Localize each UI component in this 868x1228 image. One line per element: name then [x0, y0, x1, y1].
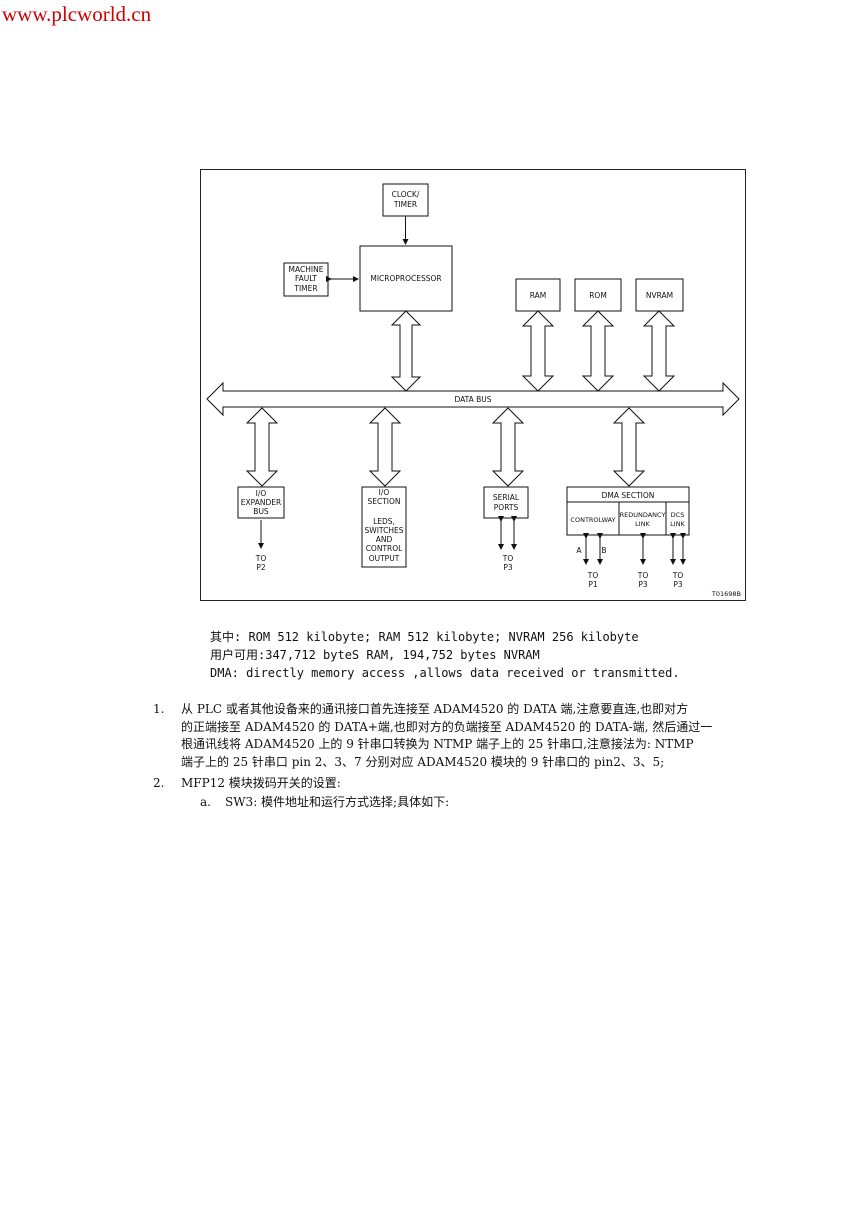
ram-label: RAM	[530, 291, 547, 300]
cpu-bus-arrow	[390, 310, 422, 392]
to-p3-redundancy-line1: TO	[637, 571, 649, 580]
io-section-block: I/O SECTION LEDS, SWITCHES AND CONTROL O…	[361, 486, 407, 568]
diagram-canvas: CLOCK/ TIMER MACHINE FAULT TIMER MICROPR…	[206, 183, 741, 598]
mft-line1: MACHINE	[289, 265, 324, 274]
watermark-url[interactable]: www.plcworld.cn	[2, 2, 152, 26]
clock-timer-line2: TIMER	[393, 200, 417, 209]
machine-fault-timer-block: MACHINE FAULT TIMER	[283, 262, 329, 297]
io-expander-line1: I/O	[256, 489, 267, 498]
to-p3-serial-line1: TO	[502, 554, 514, 563]
dma-section-block: DMA SECTION CONTROLWAY REDUNDANCY LINK D…	[566, 486, 690, 536]
list-item-line: MFP12 模块拨码开关的设置:	[181, 776, 341, 790]
memory-notes: 其中: ROM 512 kilobyte; RAM 512 kilobyte; …	[210, 628, 680, 682]
redundancy-link-line1: REDUNDANCY	[620, 511, 666, 519]
label-b: B	[601, 546, 606, 555]
clock-timer-line1: CLOCK/	[392, 190, 420, 199]
dcs-link-line1: DCS	[671, 511, 685, 519]
serial-ports-line1: SERIAL	[493, 493, 520, 502]
io-detail-line2: SWITCHES	[365, 526, 404, 535]
ram-block: RAM	[515, 278, 561, 312]
block-diagram: CLOCK/ TIMER MACHINE FAULT TIMER MICROPR…	[200, 169, 746, 601]
list-item-text: MFP12 模块拨码开关的设置:	[181, 775, 771, 793]
list-item-line: 的正端接至 ADAM4520 的 DATA+端,也即对方的负端接至 ADAM45…	[181, 719, 713, 734]
list-item-line: 从 PLC 或者其他设备来的通讯接口首先连接至 ADAM4520 的 DATA …	[181, 702, 689, 716]
to-p3-dcs-line2: P3	[673, 580, 683, 589]
label-a: A	[576, 546, 582, 555]
clock-timer-block: CLOCK/ TIMER	[382, 183, 429, 217]
io-detail-line3: AND	[376, 535, 393, 544]
nvram-bus-arrow	[642, 310, 676, 392]
microprocessor-block: MICROPROCESSOR	[359, 245, 453, 312]
nvram-label: NVRAM	[646, 291, 673, 300]
dcs-link-line2: LINK	[670, 520, 685, 528]
to-p1-line1: TO	[587, 571, 599, 580]
sub-list-item-text: SW3: 模件地址和运行方式选择;具体如下:	[225, 794, 745, 812]
ram-bus-arrow	[521, 310, 555, 392]
serial-ports-bus-arrow	[491, 407, 525, 487]
microprocessor-label: MICROPROCESSOR	[370, 274, 441, 283]
list-item-text: 从 PLC 或者其他设备来的通讯接口首先连接至 ADAM4520 的 DATA …	[181, 701, 771, 771]
to-p3-serial-line2: P3	[503, 563, 513, 572]
rom-label: ROM	[589, 291, 607, 300]
sub-list-item-line: SW3: 模件地址和运行方式选择;具体如下:	[225, 795, 450, 809]
to-p2-line2: P2	[256, 563, 266, 572]
io-expander-bus-arrow	[245, 407, 279, 487]
io-expander-line2: EXPANDER	[241, 498, 281, 507]
serial-ports-block: SERIAL PORTS	[483, 486, 529, 519]
nvram-block: NVRAM	[635, 278, 684, 312]
to-p3-dcs-line1: TO	[672, 571, 684, 580]
data-bus-label: DATA BUS	[454, 395, 491, 404]
data-bus: DATA BUS	[206, 381, 740, 417]
mft-line3: TIMER	[293, 284, 317, 293]
io-expander-bus-block: I/O EXPANDER BUS	[237, 486, 285, 519]
io-section-line1: I/O	[379, 488, 390, 497]
rom-block: ROM	[574, 278, 622, 312]
figure-id: T01698B	[711, 590, 741, 598]
list-item-line: 端子上的 25 针串口 pin 2、3、7 分别对应 ADAM4520 模块的 …	[181, 754, 665, 769]
sub-list-item-number: a.	[200, 795, 211, 809]
redundancy-link-line2: LINK	[635, 520, 650, 528]
io-detail-line4: CONTROL	[366, 544, 403, 553]
list-item-number: 1.	[153, 702, 165, 716]
note-line-1: 其中: ROM 512 kilobyte; RAM 512 kilobyte; …	[210, 630, 639, 644]
to-p1-line2: P1	[588, 580, 598, 589]
controlway-label: CONTROLWAY	[570, 516, 615, 524]
to-p2-line1: TO	[255, 554, 267, 563]
io-detail-line5: OUTPUT	[369, 554, 400, 563]
mft-line2: FAULT	[295, 274, 317, 283]
dma-section-label: DMA SECTION	[602, 491, 655, 500]
to-p3-redundancy-line2: P3	[638, 580, 648, 589]
io-detail-line1: LEDS,	[373, 517, 395, 526]
note-line-3: DMA: directly memory access ,allows data…	[210, 666, 680, 680]
note-line-2: 用户可用:347,712 byteS RAM, 194,752 bytes NV…	[210, 648, 540, 662]
io-section-line2: SECTION	[367, 497, 400, 506]
io-expander-line3: BUS	[253, 507, 269, 516]
list-item-number: 2.	[153, 776, 165, 790]
io-section-bus-arrow	[368, 407, 402, 487]
dma-bus-arrow	[612, 407, 646, 487]
rom-bus-arrow	[581, 310, 615, 392]
serial-ports-line2: PORTS	[494, 503, 519, 512]
list-item-line: 根通讯线将 ADAM4520 上的 9 针串口转换为 NTMP 端子上的 25 …	[181, 737, 694, 751]
